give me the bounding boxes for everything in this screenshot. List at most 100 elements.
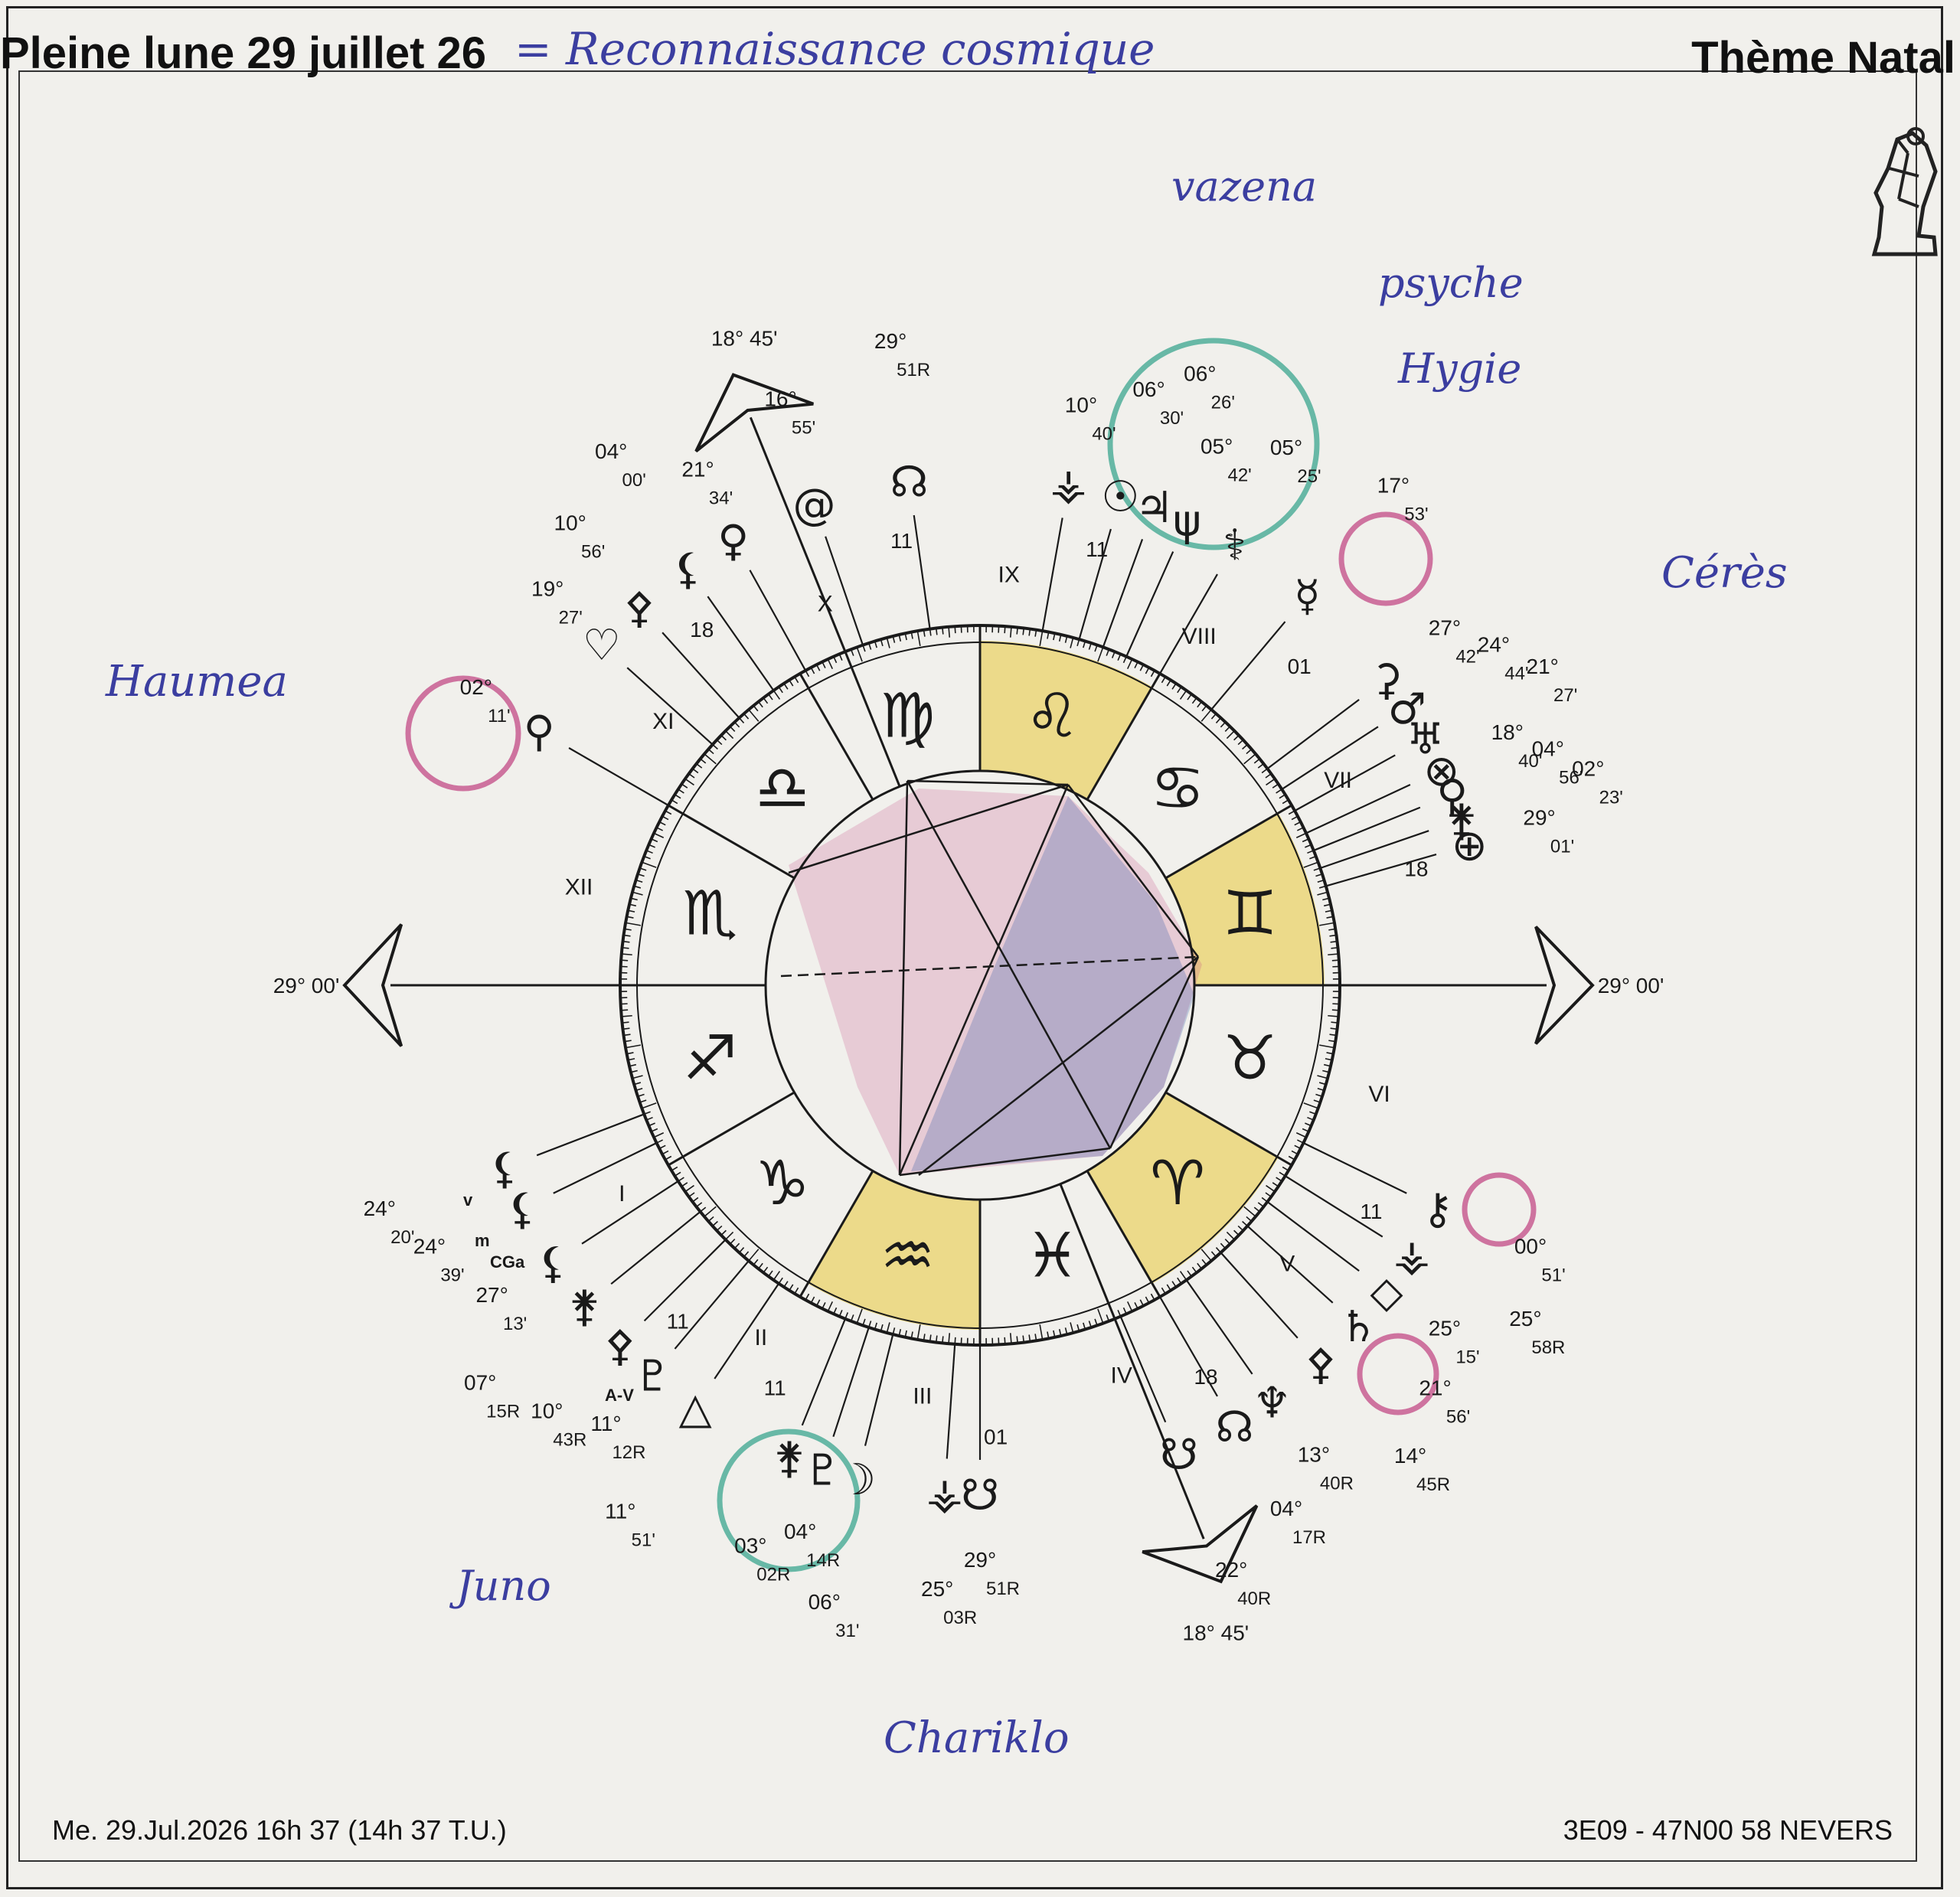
degree-tick bbox=[1126, 658, 1133, 670]
degree-tick bbox=[623, 934, 631, 937]
planet-degree: 14° bbox=[1394, 1444, 1426, 1468]
degree-tick bbox=[822, 661, 826, 669]
planet-leader-line bbox=[1266, 698, 1360, 770]
degree-tick bbox=[1126, 1301, 1133, 1312]
degree-tick bbox=[1319, 922, 1334, 926]
planet-minute: 27' bbox=[559, 607, 583, 628]
planet-glyph: @︎ bbox=[792, 480, 835, 530]
degree-tick bbox=[1022, 1335, 1025, 1343]
planet-minute: 55' bbox=[792, 418, 815, 439]
zodiac-sign-glyph: ♐︎ bbox=[683, 1022, 738, 1093]
degree-tick bbox=[712, 743, 718, 750]
degree-tick bbox=[1201, 1259, 1207, 1265]
planet-degree: 04° bbox=[784, 1520, 816, 1543]
degree-tick bbox=[874, 641, 877, 648]
degree-tick bbox=[1220, 721, 1227, 728]
planet-degree: 25° bbox=[1429, 1316, 1461, 1340]
planet-minute: 58R bbox=[1531, 1337, 1565, 1358]
degree-tick bbox=[700, 1206, 707, 1213]
degree-tick bbox=[622, 1021, 629, 1024]
midheaven-axis-arrow bbox=[694, 373, 814, 453]
ascendant-axis-arrow bbox=[342, 923, 403, 1047]
zodiac-sign-glyph: ♍︎ bbox=[880, 680, 936, 751]
degree-tick bbox=[656, 827, 664, 831]
degree-tick bbox=[886, 1322, 890, 1334]
planet-degree: 29° bbox=[964, 1548, 996, 1572]
degree-tick bbox=[1179, 1271, 1187, 1281]
planet-minute: 00' bbox=[622, 470, 646, 491]
degree-tick bbox=[622, 1027, 630, 1030]
degree-tick bbox=[1201, 705, 1207, 712]
degree-tick bbox=[892, 635, 896, 643]
degree-tick bbox=[651, 838, 658, 843]
degree-tick bbox=[1233, 1229, 1240, 1236]
degree-tick bbox=[1106, 648, 1110, 656]
zodiac-sign-glyph: ♑︎ bbox=[755, 1148, 810, 1219]
planet-degree: 21° bbox=[681, 457, 714, 481]
degree-tick bbox=[1265, 773, 1272, 779]
degree-tick bbox=[1039, 631, 1044, 646]
degree-tick bbox=[1224, 1239, 1231, 1245]
degree-tick bbox=[923, 629, 926, 637]
blue-shading bbox=[911, 796, 1194, 1171]
planet-leader-line bbox=[610, 1210, 701, 1285]
degree-tick bbox=[633, 1082, 642, 1086]
degree-tick bbox=[637, 1093, 645, 1097]
degree-tick bbox=[696, 1202, 703, 1207]
degree-tick bbox=[1047, 1331, 1050, 1339]
degree-tick bbox=[850, 648, 854, 656]
degree-tick bbox=[1246, 749, 1253, 755]
degree-tick bbox=[632, 1075, 643, 1079]
degree-tick bbox=[1177, 686, 1182, 694]
degree-tick bbox=[733, 721, 740, 728]
planet-glyph: ⚵︎ bbox=[569, 1282, 600, 1331]
ascendant-degree: 29° 00' bbox=[273, 974, 340, 997]
house-number: III bbox=[913, 1384, 932, 1409]
degree-tick bbox=[1242, 1220, 1248, 1227]
degree-tick bbox=[1210, 713, 1217, 720]
planet-glyph: △︎ bbox=[679, 1383, 712, 1433]
degree-tick bbox=[856, 1308, 863, 1324]
planet-glyph: ☋︎ bbox=[1160, 1430, 1198, 1480]
degree-tick bbox=[1265, 1192, 1272, 1197]
degree-tick bbox=[1039, 1324, 1044, 1340]
cusp-label: 18 bbox=[1404, 857, 1428, 880]
planet-minute: 23' bbox=[1599, 788, 1623, 808]
degree-tick bbox=[1058, 1329, 1062, 1337]
cusp-label: 11 bbox=[890, 529, 913, 553]
degree-tick bbox=[862, 645, 866, 652]
planet-minute: 03R bbox=[943, 1608, 977, 1628]
planet-leader-lines bbox=[342, 373, 1595, 1584]
degree-tick bbox=[838, 654, 843, 661]
planet-leader-line bbox=[1210, 621, 1286, 710]
planet-glyph: ⚷︎ bbox=[1422, 1185, 1453, 1235]
degree-tick bbox=[1237, 1225, 1244, 1232]
planet-degree: 27° bbox=[1429, 616, 1461, 640]
degree-tick bbox=[665, 1155, 672, 1161]
degree-tick bbox=[1210, 1251, 1217, 1258]
degree-tick bbox=[656, 1139, 664, 1144]
degree-tick bbox=[662, 1150, 669, 1155]
highlight-ring bbox=[1462, 1172, 1537, 1247]
degree-tick bbox=[942, 627, 944, 635]
degree-tick bbox=[1161, 1287, 1166, 1295]
degree-tick bbox=[1022, 628, 1025, 635]
imum-coeli-axis bbox=[1059, 1184, 1205, 1539]
degree-tick bbox=[1088, 642, 1092, 650]
house-number: II bbox=[755, 1325, 768, 1350]
degree-tick bbox=[1083, 1322, 1086, 1330]
planet-glyph: ⚶︎ bbox=[1050, 460, 1087, 510]
planet-glyph: ☉︎ bbox=[1101, 472, 1139, 522]
degree-tick bbox=[681, 783, 688, 789]
planet-degree: 25° bbox=[921, 1577, 953, 1601]
planet-glyph: ⚸︎ bbox=[507, 1185, 538, 1235]
degree-tick bbox=[1266, 778, 1276, 786]
degree-tick bbox=[635, 879, 643, 883]
degree-tick bbox=[1326, 1052, 1334, 1055]
degree-tick bbox=[1302, 838, 1309, 843]
degree-tick bbox=[1187, 1270, 1192, 1277]
degree-tick bbox=[874, 1322, 877, 1330]
degree-tick bbox=[954, 1337, 956, 1344]
degree-tick bbox=[1291, 1150, 1298, 1155]
degree-tick bbox=[935, 1335, 938, 1343]
